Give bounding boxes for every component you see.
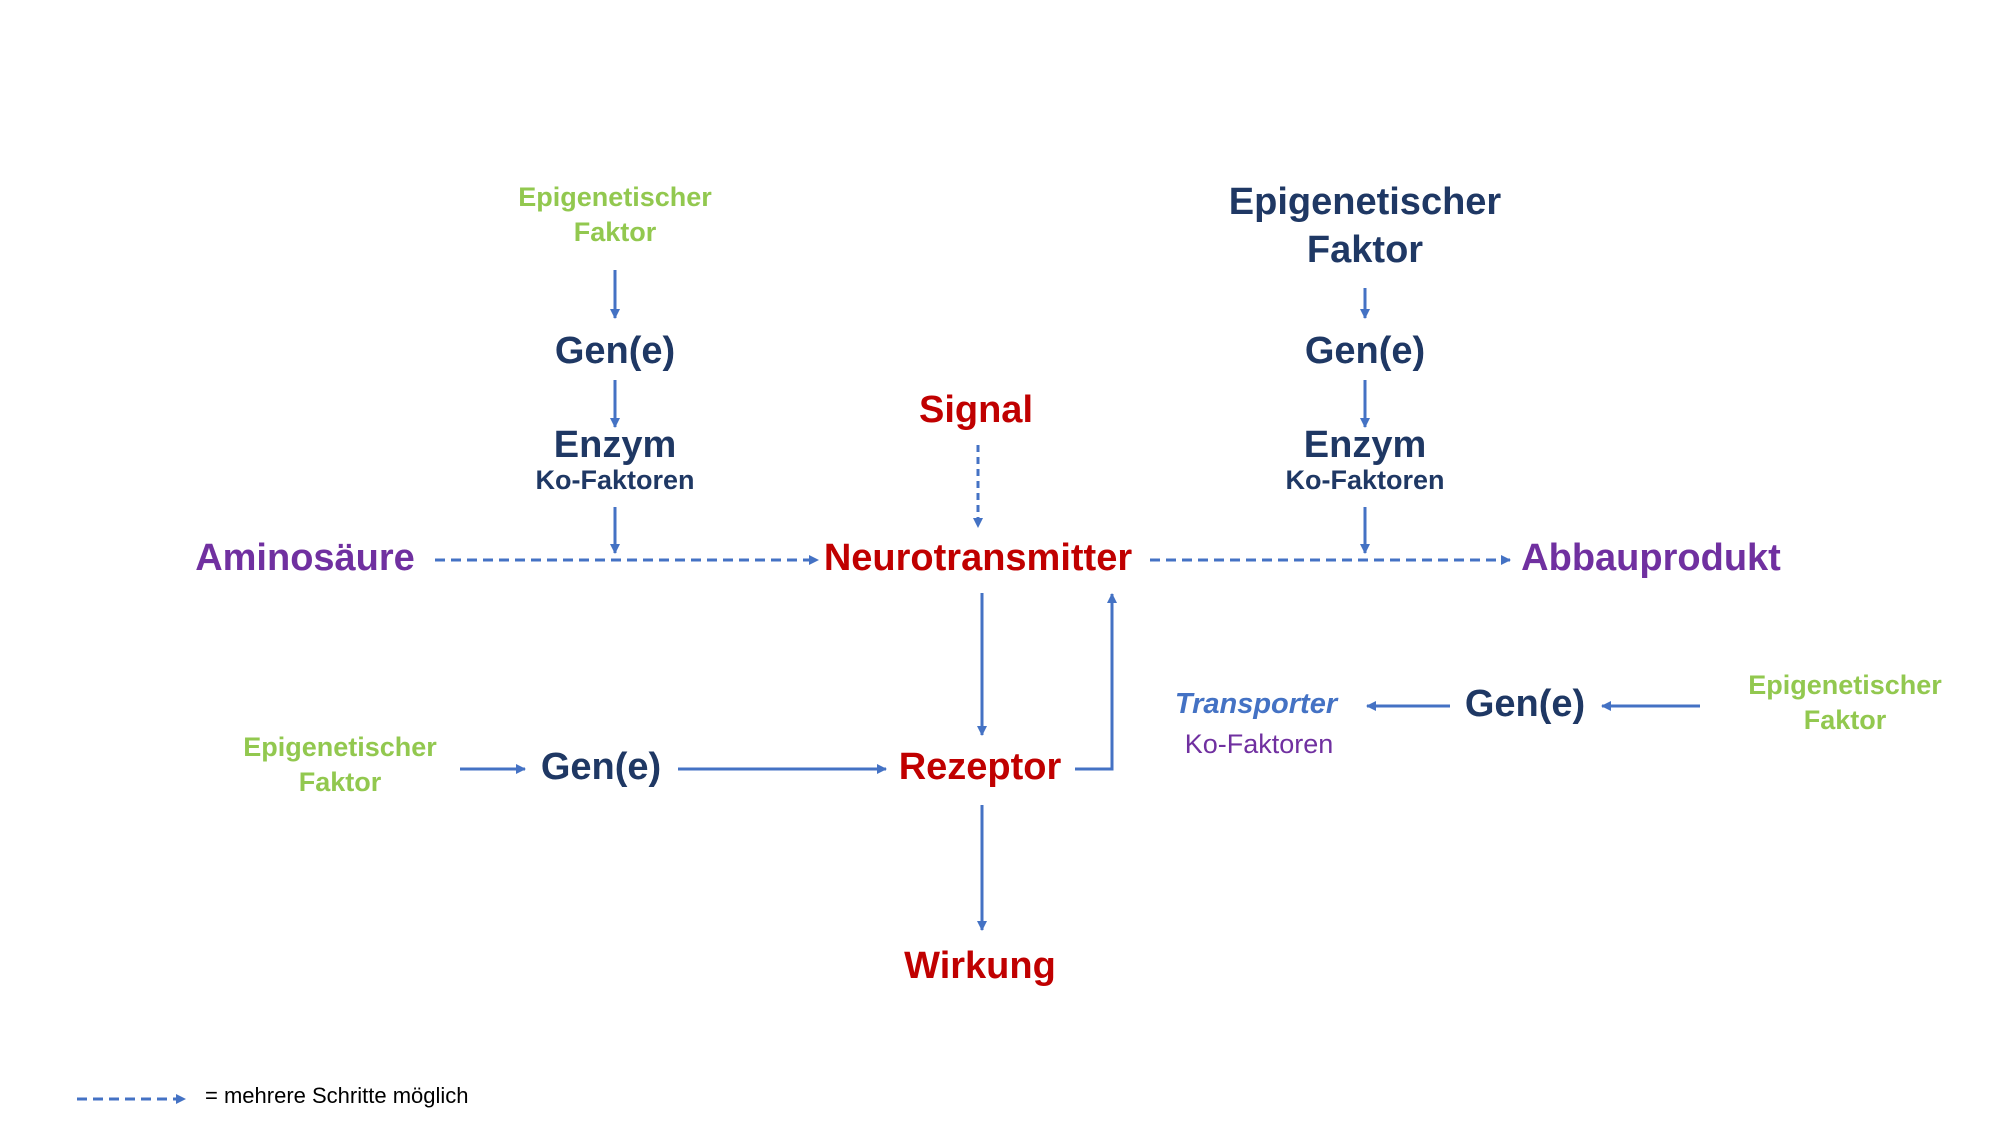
epigenetic-factor-line1: Epigenetischer bbox=[1228, 181, 1502, 223]
arrow-receptor-feedback bbox=[1075, 593, 1117, 771]
epigenetic-factor-line1: Epigenetischer bbox=[1748, 670, 1942, 700]
gene-top-right: Gen(e) bbox=[1304, 330, 1426, 372]
effect-label: Wirkung bbox=[904, 945, 1056, 987]
neurotransmitter-label: Neurotransmitter bbox=[823, 537, 1133, 579]
epigenetic-factor-line2: Faktor bbox=[1306, 228, 1424, 271]
aminoacid-label: Aminosäure bbox=[195, 537, 415, 579]
epigenetic-factor-line2: Faktor bbox=[573, 217, 657, 248]
epigenetic-factor-line2: Faktor bbox=[1803, 705, 1887, 736]
legend-text: = mehrere Schritte möglich bbox=[205, 1083, 469, 1108]
enzyme-top-left: Enzym bbox=[553, 424, 677, 466]
cofactors-transporter: Ko-Faktoren bbox=[1184, 729, 1334, 759]
cofactors-top-left: Ko-Faktoren bbox=[535, 465, 695, 495]
gene-transporter: Gen(e) bbox=[1464, 683, 1586, 725]
gene-top-left: Gen(e) bbox=[554, 330, 676, 372]
breakdown-product-label: Abbauprodukt bbox=[1521, 537, 1781, 579]
signal-label: Signal bbox=[918, 389, 1034, 431]
epigenetic-factor-line1: Epigenetischer bbox=[518, 182, 712, 212]
enzyme-top-right: Enzym bbox=[1303, 424, 1427, 466]
transporter-label: Transporter bbox=[1174, 688, 1338, 720]
epigenetic-factor-top-left: Epigenetischer Faktor bbox=[518, 182, 712, 248]
receptor-label: Rezeptor bbox=[898, 746, 1062, 788]
gene-bottom-left: Gen(e) bbox=[540, 746, 662, 788]
cofactors-top-right: Ko-Faktoren bbox=[1285, 465, 1445, 495]
epigenetic-factor-line1: Epigenetischer bbox=[243, 732, 437, 762]
epigenetic-factor-right-mid: Epigenetischer Faktor bbox=[1748, 670, 1942, 736]
epigenetic-factor-line2: Faktor bbox=[298, 767, 382, 798]
epigenetic-factor-bottom-left: Epigenetischer Faktor bbox=[243, 732, 437, 798]
epigenetic-factor-top-right: Epigenetischer Faktor bbox=[1229, 181, 1501, 272]
